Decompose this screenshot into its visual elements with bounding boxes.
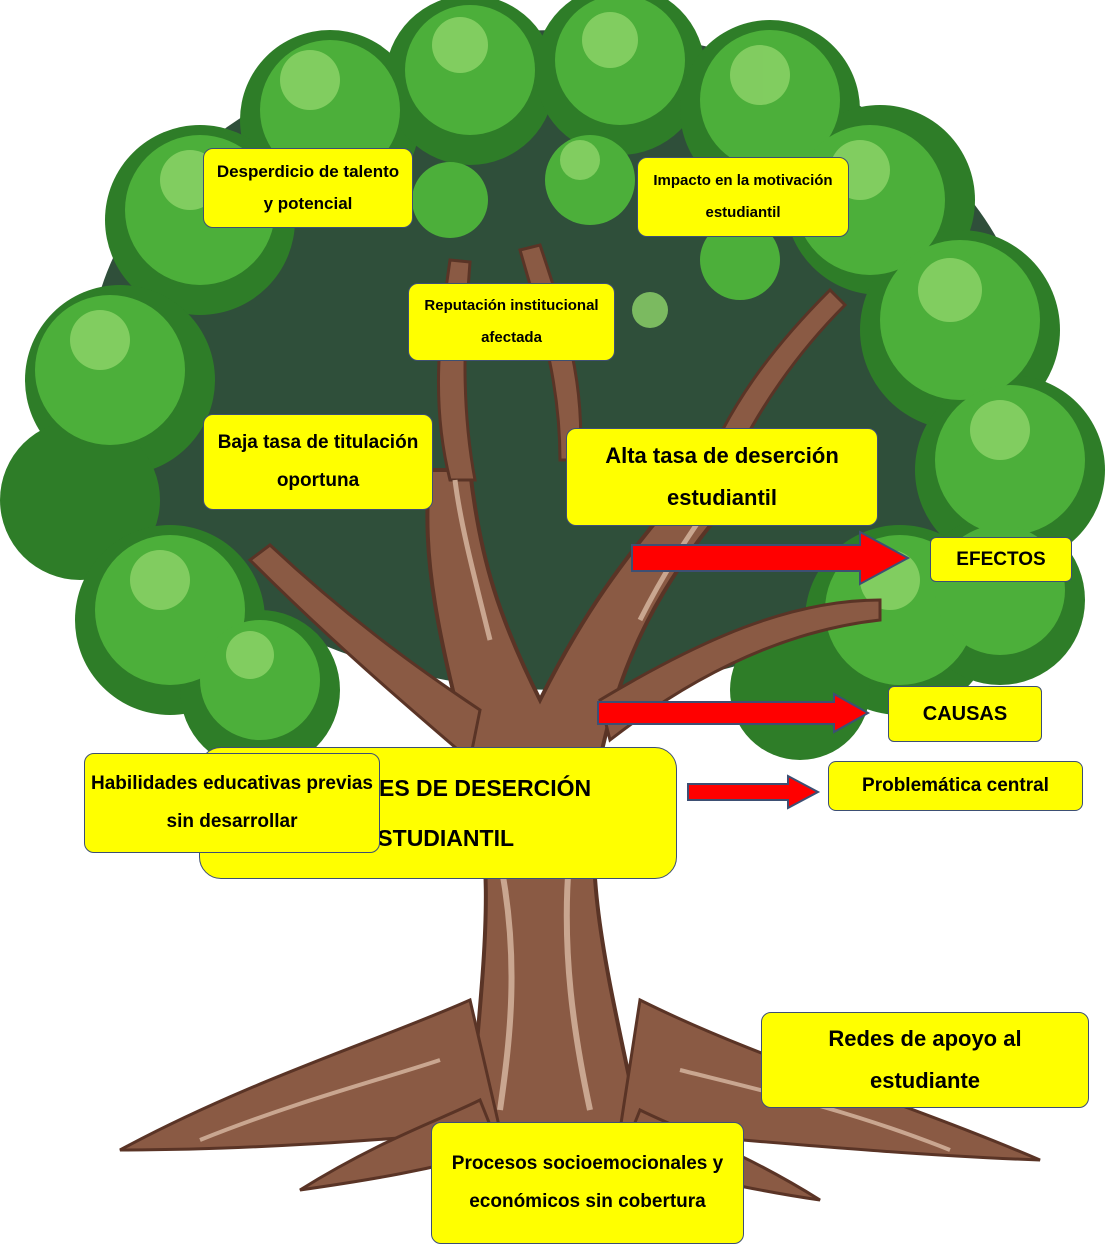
legend-efectos-box: EFECTOS: [930, 537, 1072, 582]
arrow-effects: [631, 530, 911, 586]
legend-problematica-box: Problemática central: [828, 761, 1083, 811]
cause-redes-text: Redes de apoyo al estudiante: [828, 1026, 1022, 1093]
effect-baja-tasa-text: Baja tasa de titulación oportuna: [217, 432, 419, 491]
effect-alta-tasa-box: Alta tasa de deserción estudiantil: [566, 428, 878, 526]
cause-procesos-text: Procesos socioemocionales y económicos s…: [451, 1153, 724, 1212]
canopy: [0, 0, 1105, 770]
effect-alta-tasa-text: Alta tasa de deserción estudiantil: [605, 443, 839, 510]
arrow-causes: [597, 692, 871, 734]
cause-redes-box: Redes de apoyo al estudiante: [761, 1012, 1089, 1108]
legend-problematica-text: Problemática central: [862, 775, 1049, 796]
legend-efectos-text: EFECTOS: [956, 548, 1046, 570]
effect-baja-tasa-box: Baja tasa de titulación oportuna: [203, 414, 433, 510]
effect-desperdicio-text: Desperdicio de talento y potencial: [216, 162, 400, 213]
effect-reputacion-box: Reputación institucional afectada: [408, 283, 615, 361]
cause-procesos-box: Procesos socioemocionales y económicos s…: [431, 1122, 744, 1244]
effect-impacto-text: Impacto en la motivación estudiantil: [653, 172, 833, 221]
legend-causas-box: CAUSAS: [888, 686, 1042, 742]
effect-reputacion-text: Reputación institucional afectada: [424, 297, 599, 346]
effect-desperdicio-box: Desperdicio de talento y potencial: [203, 148, 413, 228]
arrow-central: [687, 774, 821, 810]
legend-causas-text: CAUSAS: [922, 702, 1008, 725]
effect-impacto-box: Impacto en la motivación estudiantil: [637, 157, 849, 237]
cause-habilidades-text: Habilidades educativas previas sin desar…: [91, 773, 373, 832]
cause-habilidades-box: Habilidades educativas previas sin desar…: [84, 753, 380, 853]
